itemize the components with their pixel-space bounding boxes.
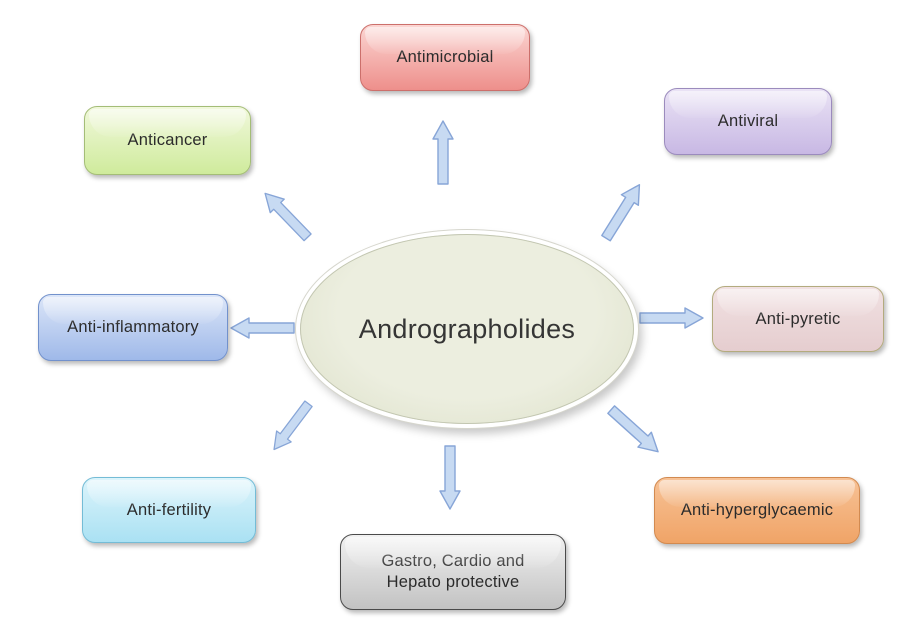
arrow-to-antiviral xyxy=(601,184,641,242)
arrow-to-gastro-protective xyxy=(439,445,461,510)
node-anticancer: Anticancer xyxy=(84,106,251,175)
node-antipyretic: Anti-pyretic xyxy=(712,286,884,352)
node-label: Anti-pyretic xyxy=(755,309,841,328)
node-label: Antimicrobial xyxy=(396,48,494,67)
node-label: Anticancer xyxy=(127,131,208,150)
node-label: Anti-inflammatory xyxy=(67,318,199,337)
arrow-to-anticancer xyxy=(264,192,312,242)
arrow-to-antifertility xyxy=(273,400,313,451)
node-antimicrobial: Antimicrobial xyxy=(360,24,530,91)
center-ellipse: Andrographolides xyxy=(300,234,634,424)
arrow-to-antihyperglycaemic xyxy=(607,405,659,453)
node-label: Anti-hyperglycaemic xyxy=(680,501,834,520)
center-label: Andrographolides xyxy=(358,313,576,344)
node-label: Gastro, Cardio and Hepato protective xyxy=(381,552,525,591)
node-antifertility: Anti-fertility xyxy=(82,477,256,543)
node-label: Antiviral xyxy=(717,112,779,131)
node-antiinflammatory: Anti-inflammatory xyxy=(38,294,228,361)
node-antihyperglycaemic: Anti-hyperglycaemic xyxy=(654,477,860,544)
node-label: Anti-fertility xyxy=(126,500,212,519)
arrow-to-antipyretic xyxy=(639,307,704,329)
arrow-to-antimicrobial xyxy=(432,120,454,185)
node-gastro-cardio-hepato-protective: Gastro, Cardio and Hepato protective xyxy=(340,534,566,610)
arrow-to-antiinflammatory xyxy=(230,317,295,339)
node-antiviral: Antiviral xyxy=(664,88,832,155)
